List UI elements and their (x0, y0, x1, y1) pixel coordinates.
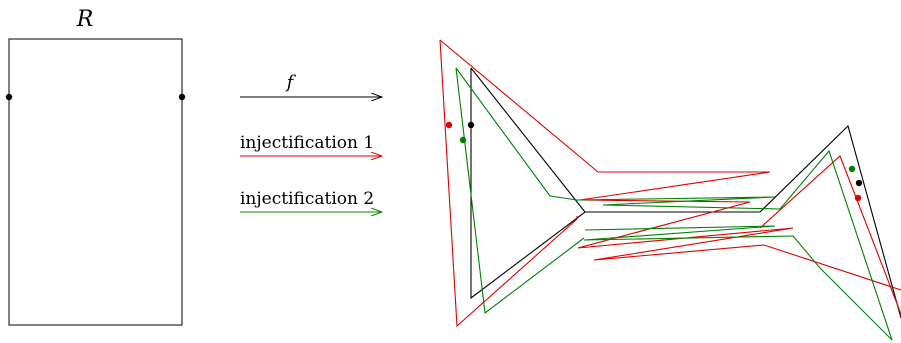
rect-label: R (76, 7, 94, 32)
map-label: f (285, 72, 297, 93)
rect-right-point (178, 93, 186, 101)
injectification-1-label: injectification 1 (240, 133, 374, 153)
injectification-2-curve (455, 67, 893, 341)
injectification-1-left-point (445, 121, 453, 129)
injectification-2-label: injectification 2 (240, 189, 374, 209)
injectification-2-left-point (459, 136, 467, 144)
domain-rectangle (8, 38, 183, 326)
injectification-1-right-point (854, 194, 862, 202)
injectification-2-right-point (848, 165, 856, 173)
image-right-point (855, 179, 863, 187)
image-left-point (467, 121, 475, 129)
injectification-1-curve (439, 39, 901, 328)
rect-left-point (5, 93, 13, 101)
original-image-curve (470, 67, 901, 319)
